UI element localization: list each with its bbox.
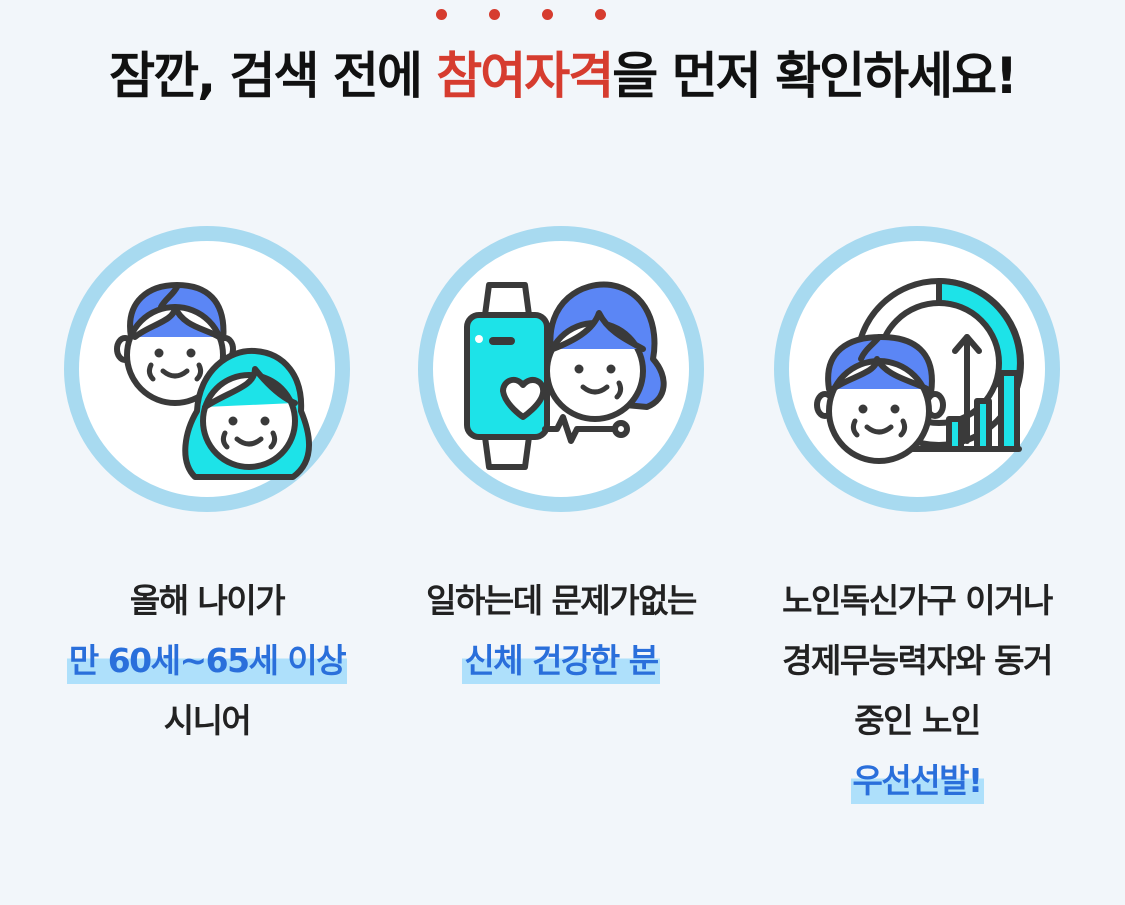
criteria-description: 올해 나이가 만 60세~65세 이상 시니어 — [30, 571, 384, 751]
criteria-text: 경제무능력자와 동거 — [782, 641, 1053, 680]
criteria-card-priority: 노인독신가구 이거나 경제무능력자와 동거 중인 노인 우선선발! — [740, 226, 1094, 804]
criteria-card-health: 일하는데 문제가없는 신체 건강한 분 — [384, 226, 738, 684]
title-text: 을 먼저 확인하세요! — [612, 47, 1018, 105]
page-title: 잠깐, 검색 전에 참여자격을 먼저 확인하세요! — [0, 36, 1125, 108]
senior-couple-icon — [114, 282, 313, 480]
dot — [595, 9, 606, 20]
criteria-card-age: 올해 나이가 만 60세~65세 이상 시니어 — [30, 226, 384, 740]
senior-growth-chart-icon — [814, 278, 1024, 464]
icon-circle — [418, 226, 704, 512]
dot — [542, 9, 553, 20]
icon-circle — [64, 226, 350, 512]
criteria-text: 일하는데 문제가없는 — [426, 581, 697, 620]
icon-circle — [774, 226, 1060, 512]
criteria-text: 노인독신가구 이거나 — [782, 581, 1053, 620]
criteria-highlight: 우선선발! — [850, 758, 984, 804]
criteria-description: 노인독신가구 이거나 경제무능력자와 동거 중인 노인 우선선발! — [740, 571, 1094, 811]
criteria-text: 시니어 — [163, 701, 252, 740]
dot — [436, 9, 447, 20]
decorative-dots — [0, 9, 1125, 21]
dot — [489, 9, 500, 20]
criteria-text: 올해 나이가 — [129, 581, 286, 620]
criteria-highlight: 만 60세~65세 이상 — [66, 638, 348, 684]
criteria-highlight: 신체 건강한 분 — [462, 638, 660, 684]
title-text: 잠깐, 검색 전에 — [109, 47, 437, 105]
smartwatch-health-icon — [464, 281, 667, 470]
title-accent: 참여자격 — [436, 47, 614, 105]
criteria-text: 중인 노인 — [854, 701, 981, 740]
criteria-description: 일하는데 문제가없는 신체 건강한 분 — [384, 571, 738, 691]
